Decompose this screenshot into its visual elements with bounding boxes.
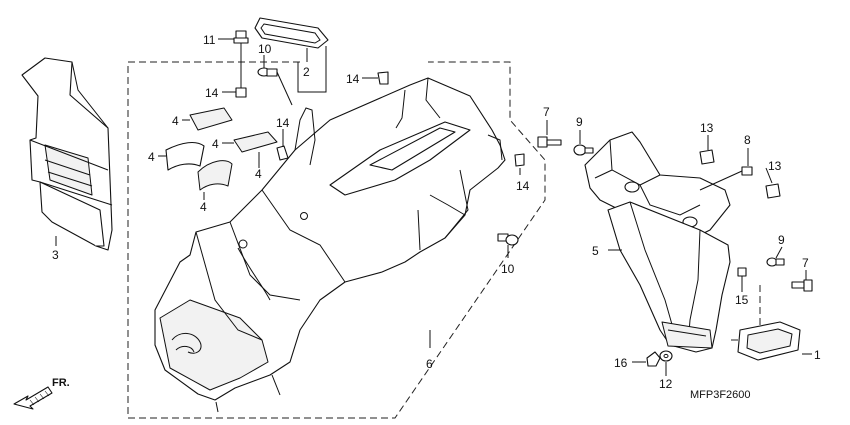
callout-4-a: 4 [172,114,179,128]
rear-fender-part [154,77,506,413]
callout-2: 2 [303,65,310,79]
callout-13-upper: 13 [700,121,714,135]
callout-14-a: 14 [205,86,219,100]
inner-cover-part [21,57,113,251]
callout-9-lower: 9 [778,233,785,247]
callouts: 11 10 2 14 14 14 14 4 4 4 4 4 10 3 6 7 9… [52,33,821,391]
drawing-code: MFP3F2600 [690,389,751,401]
callout-14-b: 14 [346,72,360,86]
mudguard-part [607,201,731,353]
license-bracket-part [584,131,731,251]
clip-part-14-d [514,153,525,167]
pad-part-curved [165,141,205,171]
direction-label: FR. [52,377,70,389]
clip-part-14-a [235,87,247,98]
pad-part-right [233,131,278,153]
reflector-part [737,321,801,361]
bolt-part-9-lower [766,257,785,267]
clip-part-14-b [377,71,389,85]
callout-14-c: 14 [276,116,290,130]
bolt-part-10-lower [497,233,519,246]
bolt-part-11 [233,30,249,90]
clip-part-14-c [276,145,289,161]
washer-part-12 [659,350,673,362]
front-direction-arrow: FR. [13,377,70,410]
callout-12: 12 [659,377,673,391]
callout-9-upper: 9 [576,115,583,129]
seal-part [254,17,329,49]
nut-part-13-upper [699,149,715,165]
callout-8: 8 [744,133,751,147]
callout-6: 6 [426,357,433,371]
callout-3: 3 [52,248,59,262]
callout-15: 15 [735,293,749,307]
callout-7-lower: 7 [802,256,809,270]
callout-7-upper: 7 [543,105,550,119]
callout-14-d: 14 [516,179,530,193]
nut-part-16 [646,351,661,367]
bolt-part-9-upper [573,144,594,156]
callout-1: 1 [814,348,821,362]
callout-16: 16 [614,356,628,370]
callout-10-lower: 10 [501,262,515,276]
pad-part-upper [189,107,233,131]
callout-4-b: 4 [212,137,219,151]
bolt-part-10-upper [257,67,293,106]
nut-part-13-lower [765,183,781,199]
group-outline-fender [127,61,546,419]
callout-4-c: 4 [148,150,155,164]
callout-5: 5 [592,244,599,258]
callout-13-lower: 13 [768,159,782,173]
bolt-part-7-lower [791,279,813,292]
screw-part-15 [737,267,747,284]
bolt-part-7-upper [537,136,562,148]
bolt-part-8 [699,166,753,191]
callout-10-upper: 10 [258,42,272,56]
pad-part-lower [197,160,233,191]
leader-lines [55,38,812,376]
callout-4-d: 4 [200,200,207,214]
callout-4-e: 4 [255,167,262,181]
callout-11: 11 [203,33,216,47]
